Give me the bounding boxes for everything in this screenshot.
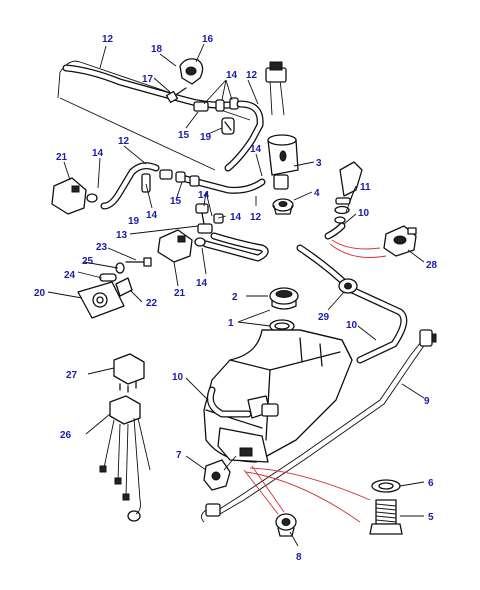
callout-8: 8: [296, 552, 302, 563]
callout-21-lower: 21: [174, 288, 186, 299]
callout-15-mid: 15: [170, 196, 182, 207]
red-leader-to-plug: [249, 467, 371, 501]
part-20-jet-plate: [77, 281, 125, 319]
part-16-clip: [179, 58, 204, 85]
callout-9: 9: [424, 396, 430, 407]
part-19-upper-clip: [221, 117, 235, 135]
part-17-screw: [165, 87, 187, 104]
callout-16: 16: [202, 34, 214, 45]
part-10-short-tube: [324, 222, 346, 240]
callout-19-mid: 19: [128, 216, 140, 227]
wiring-leader-28b: [329, 243, 387, 258]
red-leader-to-plug-2: [245, 471, 361, 523]
part-15-middle-connector: [159, 169, 200, 187]
part-29-tube-grommet: [338, 278, 358, 294]
part-10-reservoir-tube: [206, 386, 252, 418]
callout-14-mid-b: 14: [198, 190, 210, 201]
callout-6: 6: [428, 478, 434, 489]
callout-21-upper: 21: [56, 152, 68, 163]
washer-reservoir: [203, 329, 353, 463]
part-23-jet-screw: [125, 257, 152, 267]
part-10-long-supply-tube: [296, 244, 408, 364]
part-21-upper-jet-bracket: [51, 177, 98, 215]
reservoir-pump-housing: [217, 395, 279, 463]
callout-20: 20: [34, 288, 46, 299]
part-24-spacer: [99, 273, 117, 282]
callout-14-left: 14: [92, 148, 104, 159]
red-leader-to-seal-2: [243, 469, 279, 515]
callout-28: 28: [426, 260, 438, 271]
bulkhead-edge: [59, 60, 251, 121]
callout-25: 25: [82, 256, 94, 267]
callout-23: 23: [96, 242, 108, 253]
part-21-lower-jet-bracket: [157, 229, 206, 263]
callout-5: 5: [428, 512, 434, 523]
callout-12-top: 12: [102, 34, 114, 45]
part-13-t-connector: [195, 203, 224, 234]
callout-numbers: 12 18 16 17 14 12 15 19 12 14 21 14 3 4 …: [34, 34, 438, 563]
callout-1: 1: [228, 318, 234, 329]
part-5-drain-plug: [369, 499, 403, 535]
callout-12-lower: 12: [250, 212, 262, 223]
callout-29: 29: [318, 312, 330, 323]
callout-22: 22: [146, 298, 158, 309]
wiring-leader-28a: [331, 239, 381, 250]
callout-18: 18: [151, 44, 163, 55]
part-19-middle-clip: [141, 173, 151, 193]
callout-14-bracket: 14: [196, 278, 208, 289]
part-8-pump-seal: [275, 513, 297, 537]
bulkhead-edge-left: [57, 71, 61, 99]
red-leader-to-seal: [251, 465, 285, 513]
part-28-non-return-valve: [383, 225, 417, 257]
part-15-upper-connector: [193, 97, 239, 112]
callout-11: 11: [360, 182, 371, 193]
callout-4: 4: [314, 188, 320, 199]
part-7-level-sensor: [203, 455, 237, 491]
callout-10-reservoir: 10: [172, 372, 184, 383]
callout-10-upper: 10: [358, 208, 370, 219]
callout-24: 24: [64, 270, 76, 281]
part-4-pump-grommet: [272, 198, 294, 215]
part-3-washer-pump: [265, 61, 299, 190]
callout-15-top: 15: [178, 130, 190, 141]
callout-3: 3: [316, 158, 322, 169]
part-12-pump-feed-tube: [224, 100, 264, 172]
callout-12-upper-right: 12: [246, 70, 258, 81]
part-26-wiring-harness: [99, 395, 151, 522]
callout-14-mid-c: 14: [230, 212, 242, 223]
callout-12-mid: 12: [118, 136, 130, 147]
part-11-elbow-connector: [334, 161, 363, 224]
leader-lines: [47, 43, 425, 547]
part-22-nozzle: [115, 277, 133, 297]
callout-26: 26: [60, 430, 72, 441]
callout-19-top: 19: [200, 132, 212, 143]
part-2-filler-cap: [269, 287, 299, 310]
callout-27: 27: [66, 370, 78, 381]
callout-10-right: 10: [346, 320, 358, 331]
part-12-lower-washer-tube: [100, 162, 269, 262]
part-6-sealing-washer: [371, 479, 401, 493]
callout-14-pump: 14: [250, 144, 262, 155]
callout-13: 13: [116, 230, 128, 241]
callout-14-mid-a: 14: [146, 210, 158, 221]
part-12-upper-washer-tube: [62, 64, 234, 109]
callout-2: 2: [232, 292, 238, 303]
part-9-pump-wiring: [201, 329, 437, 523]
callout-14-top: 14: [226, 70, 238, 81]
part-27-relay: [113, 353, 145, 393]
bulkhead-lower-edge: [59, 97, 216, 171]
callout-7: 7: [176, 450, 182, 461]
callout-17: 17: [142, 74, 154, 85]
